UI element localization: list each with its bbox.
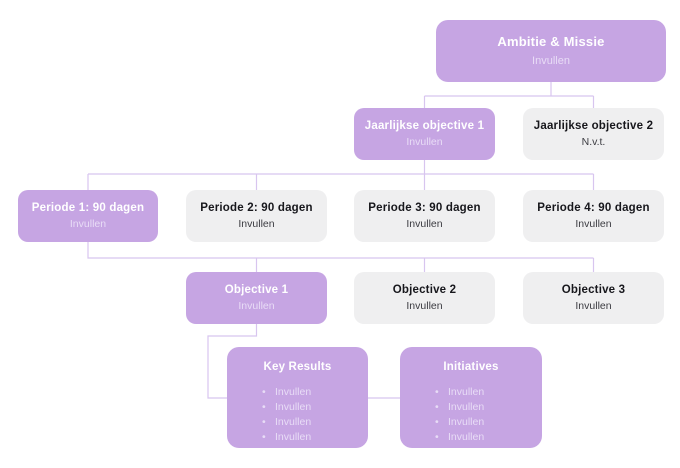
- node-annual-objective-1: Jaarlijkse objective 1 Invullen: [354, 108, 495, 160]
- node-objective-3: Objective 3 Invullen: [523, 272, 664, 324]
- node-key-results: Key Results Invullen Invullen Invullen I…: [227, 347, 368, 448]
- node-title: Jaarlijkse objective 1: [364, 120, 485, 133]
- node-period-2: Periode 2: 90 dagen Invullen: [186, 190, 327, 242]
- node-annual-objective-2: Jaarlijkse objective 2 N.v.t.: [523, 108, 664, 160]
- node-title: Objective 2: [392, 284, 457, 297]
- node-subtitle: Invullen: [406, 136, 443, 149]
- node-subtitle: Invullen: [406, 300, 443, 313]
- node-title: Initiatives: [443, 361, 499, 373]
- node-title: Periode 1: 90 dagen: [31, 202, 145, 215]
- key-results-list: Invullen Invullen Invullen Invullen: [237, 385, 358, 445]
- connector-period1-to-objectives: [87, 242, 595, 272]
- node-title: Jaarlijkse objective 2: [533, 120, 654, 133]
- node-subtitle: Invullen: [238, 300, 275, 313]
- list-item: Invullen: [262, 400, 358, 415]
- connector-ambition-to-annuals: [423, 82, 595, 108]
- list-item: Invullen: [262, 415, 358, 430]
- list-item: Invullen: [435, 415, 532, 430]
- list-item: Invullen: [435, 385, 532, 400]
- node-title: Objective 3: [561, 284, 626, 297]
- list-item: Invullen: [435, 400, 532, 415]
- node-title: Periode 3: 90 dagen: [368, 202, 481, 215]
- node-period-1: Periode 1: 90 dagen Invullen: [18, 190, 158, 242]
- node-ambition: Ambitie & Missie Invullen: [436, 20, 666, 82]
- node-subtitle: Invullen: [238, 218, 275, 231]
- node-subtitle: Invullen: [575, 218, 612, 231]
- node-title: Periode 2: 90 dagen: [200, 202, 313, 215]
- node-period-4: Periode 4: 90 dagen Invullen: [523, 190, 664, 242]
- list-item: Invullen: [435, 430, 532, 445]
- node-objective-1: Objective 1 Invullen: [186, 272, 327, 324]
- list-item: Invullen: [262, 385, 358, 400]
- node-initiatives: Initiatives Invullen Invullen Invullen I…: [400, 347, 542, 448]
- connector-annual1-to-periods: [87, 160, 595, 190]
- node-title: Ambitie & Missie: [497, 34, 605, 50]
- node-subtitle: Invullen: [406, 218, 443, 231]
- node-objective-2: Objective 2 Invullen: [354, 272, 495, 324]
- node-title: Periode 4: 90 dagen: [537, 202, 650, 215]
- list-item: Invullen: [262, 430, 358, 445]
- node-title: Key Results: [263, 361, 332, 373]
- node-subtitle: Invullen: [575, 300, 612, 313]
- node-subtitle: Invullen: [69, 218, 107, 231]
- node-subtitle: N.v.t.: [581, 136, 606, 149]
- node-title: Objective 1: [224, 284, 289, 297]
- initiatives-list: Invullen Invullen Invullen Invullen: [410, 385, 532, 445]
- node-subtitle: Invullen: [532, 54, 570, 67]
- node-period-3: Periode 3: 90 dagen Invullen: [354, 190, 495, 242]
